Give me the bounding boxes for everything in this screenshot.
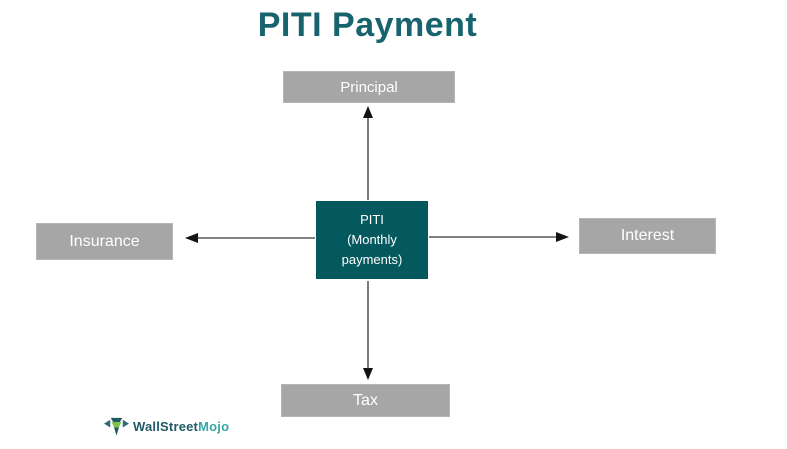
wallstreetmojo-logo: WallStreetMojo bbox=[104, 413, 229, 440]
node-principal-label: Principal bbox=[340, 78, 398, 96]
node-tax-label: Tax bbox=[353, 391, 378, 409]
center-box-line-3: payments) bbox=[341, 252, 403, 268]
node-principal: Principal bbox=[283, 71, 455, 103]
page-title: PITI Payment bbox=[257, 6, 478, 44]
node-interest-label: Interest bbox=[620, 227, 675, 244]
center-box-line-1: PITI bbox=[360, 211, 384, 227]
brand-part-wallstreet: WallStreet bbox=[133, 419, 199, 434]
node-tax: Tax bbox=[281, 384, 450, 417]
center-box-line-2: (Monthly bbox=[347, 231, 397, 247]
brand-text: WallStreetMojo bbox=[133, 419, 229, 434]
node-interest: Interest bbox=[579, 218, 716, 254]
wallstreetmojo-logo-icon bbox=[104, 417, 129, 436]
center-box-piti: PITI (Monthly payments) bbox=[316, 201, 428, 279]
node-insurance: Insurance bbox=[36, 223, 173, 260]
node-insurance-label: Insurance bbox=[69, 232, 140, 250]
brand-part-mojo: Mojo bbox=[198, 419, 230, 434]
